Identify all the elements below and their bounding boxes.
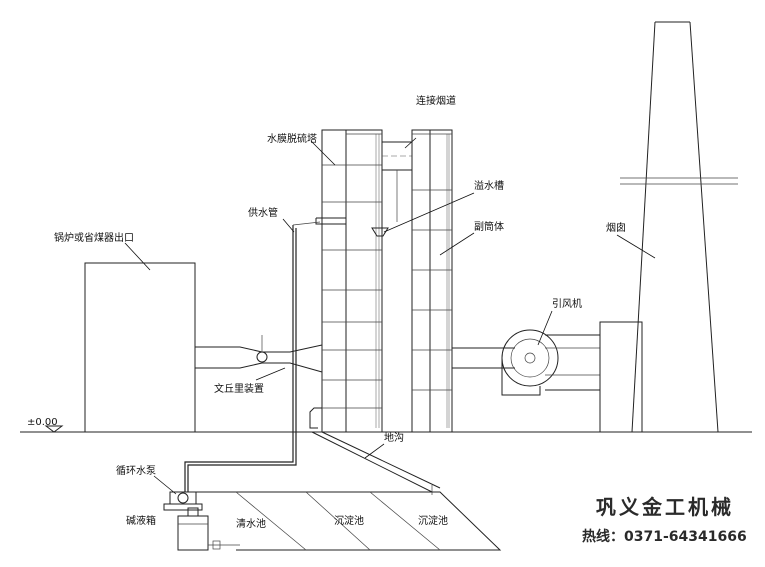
induced-draft-fan [501, 321, 643, 433]
connecting-flue [381, 141, 413, 222]
secondary-shell [405, 129, 460, 433]
label-settle-pool-1: 沉淀池 [334, 514, 364, 527]
chimney [620, 21, 738, 433]
brand-name: 巩义金工机械 [596, 495, 734, 519]
fan-duct [452, 347, 515, 369]
label-alkali-tank: 碱液箱 [126, 514, 156, 527]
brand-hotline: 热线：0371-64341666 [582, 528, 747, 545]
circulation-pump [163, 491, 203, 511]
label-ground-level: ±0.00 [27, 417, 58, 428]
label-settle-pool-2: 沉淀池 [418, 514, 448, 527]
label-trench: 地沟 [384, 431, 404, 444]
venturi-duct [195, 335, 323, 373]
label-connector: 连接烟道 [416, 94, 456, 107]
leader-lines [124, 137, 656, 495]
desulfurization-tower [315, 129, 390, 433]
label-clear-pool: 清水池 [236, 517, 266, 530]
boiler-outlet [84, 262, 196, 433]
label-outlet: 锅炉或省煤器出口 [54, 231, 134, 244]
label-fan: 引风机 [552, 297, 582, 310]
label-chimney: 烟囱 [606, 221, 626, 234]
ground-level-mark [44, 425, 64, 433]
drain-elbow [309, 407, 322, 429]
label-shell: 副筒体 [474, 220, 504, 233]
water-supply-pipe [184, 221, 321, 492]
label-supply-pipe: 供水管 [248, 206, 278, 219]
label-overflow: 溢水槽 [474, 179, 504, 192]
overflow-trough [371, 227, 389, 237]
label-pump: 循环水泵 [116, 464, 156, 477]
trench [311, 431, 441, 495]
label-tower: 水膜脱硫塔 [267, 132, 317, 145]
alkali-tank [177, 507, 240, 551]
label-venturi: 文丘里装置 [214, 382, 264, 395]
settling-pools [196, 491, 502, 551]
